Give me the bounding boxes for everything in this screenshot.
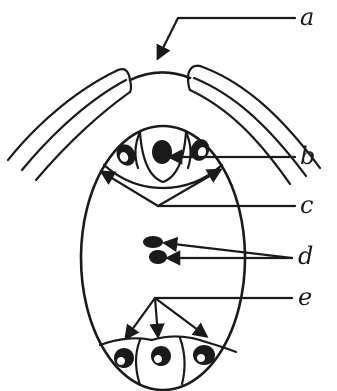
antipodal-middle-nucleus [151, 346, 171, 366]
pointer-e-right [155, 298, 206, 336]
pointer-e-left [126, 298, 155, 338]
polar-nuclei [143, 236, 167, 264]
left-integument-innermost [36, 92, 130, 180]
antipodal-left-nucleus [114, 348, 134, 368]
label-d: d [298, 242, 313, 270]
label-b: b [300, 142, 315, 170]
label-a: a [300, 3, 314, 31]
synergid-left-wall [135, 132, 140, 168]
pointer-e-middle [155, 298, 158, 336]
labels: a b c d e [298, 3, 315, 311]
polar-nucleus-lower [149, 250, 167, 264]
label-e: e [298, 283, 312, 311]
synergid-right-wall [186, 132, 191, 168]
egg-nucleus [152, 140, 172, 164]
label-c: c [300, 191, 313, 219]
micropyle-arc [130, 72, 190, 80]
pointer-d-upper [165, 243, 292, 258]
pointer-c-left [102, 172, 158, 206]
antipodal-divider-right [180, 338, 185, 384]
polar-nucleus-upper [143, 236, 163, 248]
pointer-a [158, 18, 295, 58]
antipodal-right-nucleus [193, 345, 215, 365]
antipodal-divider-left [136, 340, 140, 385]
